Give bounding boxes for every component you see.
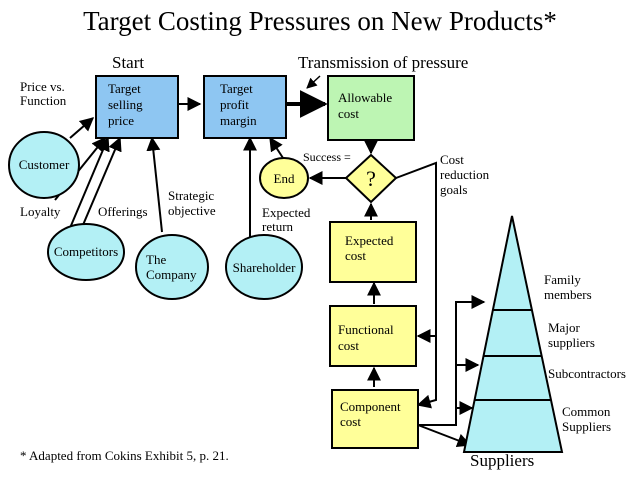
tier-subcontractors: Subcontractors <box>548 366 626 381</box>
label-cost-reduction-goals: goals <box>440 182 467 197</box>
label-loyalty: Loyalty <box>20 204 61 219</box>
decision-diamond: ? <box>344 153 398 204</box>
label-price-vs-function: Price vs. <box>20 79 65 94</box>
diagram-title: Target Costing Pressures on New Products… <box>83 6 557 36</box>
box-label-line: Functional <box>338 322 394 337</box>
label-expected-return: return <box>262 219 294 234</box>
box-label-line: selling <box>108 97 143 112</box>
box-label-line: Target <box>108 81 141 96</box>
label-price-vs-function: Function <box>20 93 67 108</box>
tier-common-suppliers: Common <box>562 404 611 419</box>
success-label: Success = <box>303 150 351 164</box>
box-label-line: profit <box>220 97 249 112</box>
connectors <box>54 90 486 448</box>
tier-common-suppliers: Suppliers <box>562 419 611 434</box>
box-allowable-cost: Allowable cost <box>327 75 415 141</box>
label-expected-return: Expected <box>262 205 311 220</box>
tier-family-members: Family <box>544 272 581 287</box>
box-component-cost: Component cost <box>331 389 419 449</box>
tier-family-members: members <box>544 287 592 302</box>
circle-customer: Customer <box>8 131 80 199</box>
label-cost-reduction-goals: reduction <box>440 167 490 182</box>
transmission-pointer-arrow <box>306 75 321 89</box>
label-strategic-objective: Strategic <box>168 188 214 203</box>
footnote: * Adapted from Cokins Exhibit 5, p. 21. <box>20 448 229 463</box>
label-cost-reduction-goals: Cost <box>440 152 464 167</box>
heading-transmission: Transmission of pressure <box>298 53 468 72</box>
box-label-line: price <box>108 113 134 128</box>
box-label-line: margin <box>220 113 257 128</box>
label-offerings: Offerings <box>98 204 148 219</box>
circle-label: The <box>146 252 166 267</box>
box-label-line: cost <box>345 248 366 263</box>
box-label-line: cost <box>338 338 359 353</box>
box-label-line: cost <box>340 414 361 429</box>
heading-start: Start <box>112 53 144 72</box>
label-strategic-objective: objective <box>168 203 216 218</box>
circle-label: Customer <box>19 157 70 172</box>
heading-suppliers: Suppliers <box>470 451 534 470</box>
decision-symbol: ? <box>366 166 376 191</box>
tier-major-suppliers: Major <box>548 320 580 335</box>
box-functional-cost: Functional cost <box>329 305 417 367</box>
circle-label: End <box>274 171 295 186</box>
box-label-line: Expected <box>345 233 394 248</box>
tier-major-suppliers: suppliers <box>548 335 595 350</box>
supplier-pyramid <box>462 215 564 453</box>
circle-end: End <box>259 157 309 199</box>
box-target-profit-margin: Target profit margin <box>203 75 287 139</box>
circle-label: Competitors <box>54 244 118 259</box>
box-label-line: cost <box>338 106 359 121</box>
circle-the-company: The Company <box>135 234 209 300</box>
box-label-line: Allowable <box>338 90 392 105</box>
circle-competitors: Competitors <box>47 223 125 281</box>
box-label-line: Component <box>340 399 401 414</box>
circle-label: Company <box>146 267 197 282</box>
circle-shareholder: Shareholder <box>225 234 303 300</box>
circle-label: Shareholder <box>233 260 296 275</box>
box-label-line: Target <box>220 81 253 96</box>
box-target-selling-price: Target selling price <box>95 75 179 139</box>
box-expected-cost: Expected cost <box>329 221 417 283</box>
